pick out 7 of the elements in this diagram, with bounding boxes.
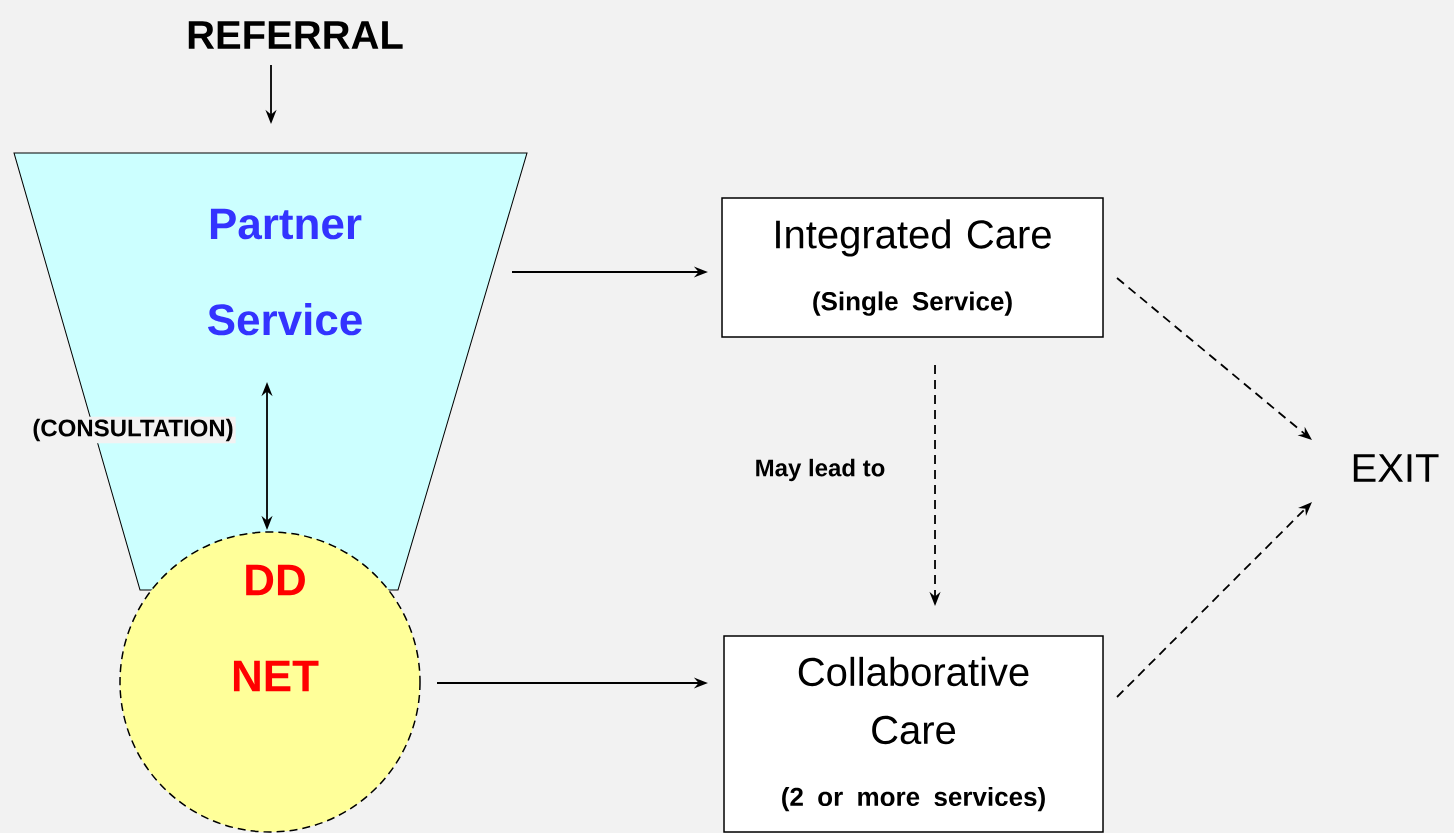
process-box: Collaborative Care (2 or more services) bbox=[723, 635, 1104, 833]
title-text: REFERRAL bbox=[188, 21, 403, 49]
edge-label: May lead to bbox=[752, 456, 888, 484]
exit-text: EXIT bbox=[1353, 454, 1439, 482]
arrow bbox=[1116, 502, 1312, 698]
edge-label: (CONSULTATION) bbox=[30, 416, 236, 444]
process-box: Integrated Care (Single Service) bbox=[721, 197, 1104, 338]
